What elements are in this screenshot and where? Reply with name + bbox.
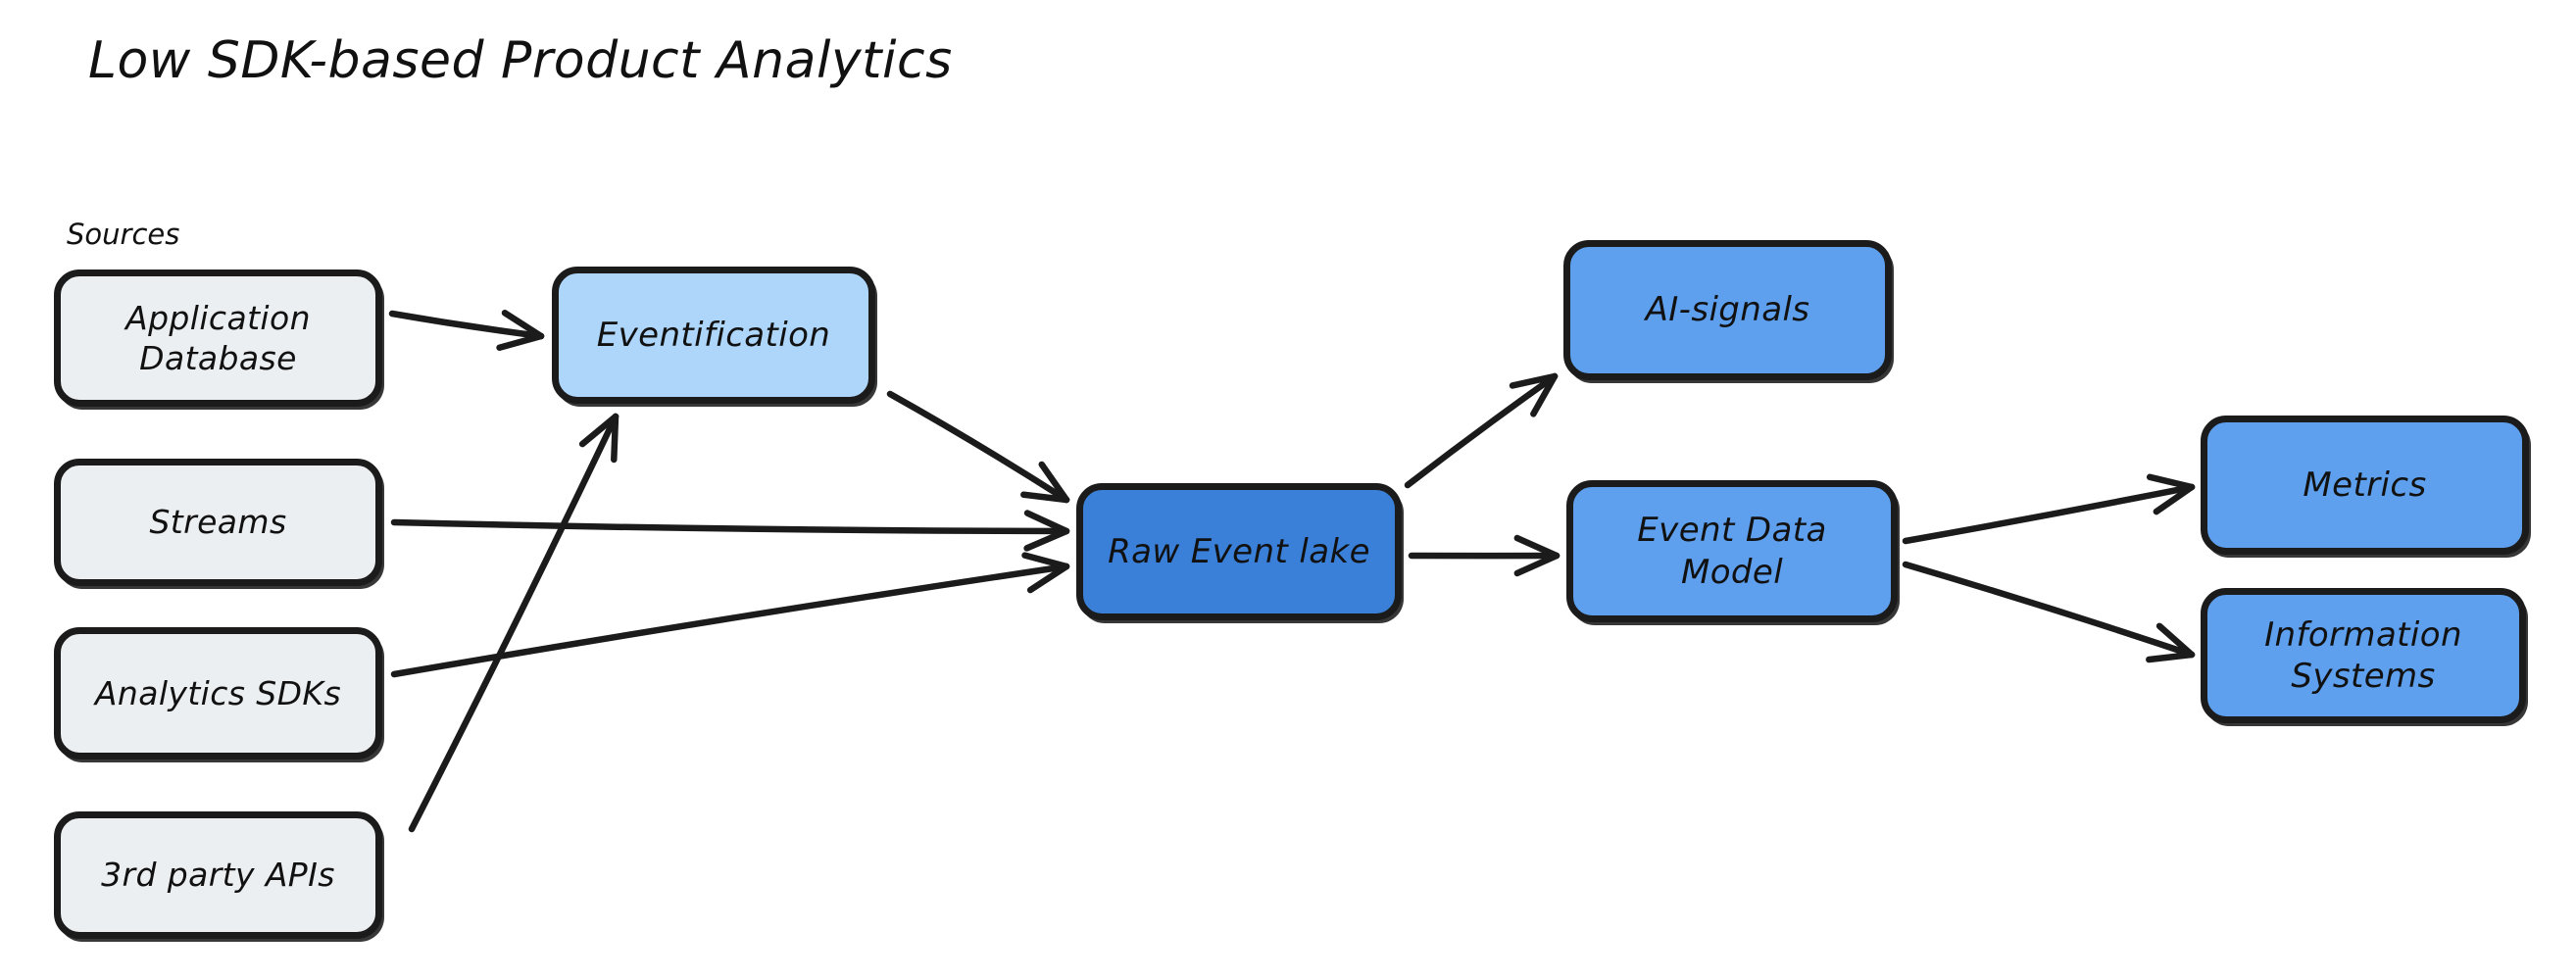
- edge-shaft: [1902, 483, 2196, 545]
- edge-arrowhead: [1530, 372, 1559, 417]
- edge-arrowhead: [1023, 527, 1070, 552]
- edge-arrowhead: [578, 413, 619, 448]
- edge-arrowhead: [611, 413, 619, 464]
- node-streams[interactable]: Streams: [54, 459, 382, 586]
- edge-shaft: [1902, 561, 2196, 659]
- edge-shaft: [390, 563, 1070, 678]
- node-event-data-model[interactable]: Event Data Model: [1566, 480, 1898, 622]
- edge-arrowhead: [1021, 552, 1070, 570]
- sources-group-label: Sources: [67, 218, 180, 251]
- edge-arrowhead: [1023, 510, 1070, 535]
- edge-shaft: [886, 390, 1070, 504]
- edge-arrowhead: [2146, 651, 2196, 663]
- edge-arrowhead: [2155, 622, 2196, 659]
- page-title: Low SDK-based Product Analytics: [88, 31, 953, 90]
- node-application-database[interactable]: Application Database: [54, 270, 382, 407]
- node-label-raw-event-lake: Raw Event lake: [1108, 531, 1370, 571]
- node-information-systems[interactable]: Information Systems: [2201, 588, 2526, 723]
- node-ai-signals[interactable]: AI-signals: [1563, 240, 1892, 380]
- edge-eventification-to-raw-event-lake: [886, 390, 1070, 504]
- node-eventification[interactable]: Eventification: [552, 267, 875, 404]
- edge-raw-event-lake-to-event-data-model: [1408, 534, 1560, 577]
- edge-arrowhead: [1509, 372, 1559, 389]
- node-label-ai-signals: AI-signals: [1645, 290, 1810, 330]
- node-label-eventification: Eventification: [596, 315, 831, 355]
- edge-event-data-model-to-information-systems: [1902, 561, 2196, 663]
- edge-arrowhead: [1038, 461, 1070, 504]
- edge-shaft: [1404, 372, 1559, 489]
- node-label-third-party-apis: 3rd party APIs: [101, 856, 335, 895]
- edge-arrowhead: [501, 310, 545, 340]
- edge-streams-to-raw-event-lake: [390, 510, 1070, 552]
- node-raw-event-lake[interactable]: Raw Event lake: [1076, 483, 1402, 620]
- node-label-analytics-sdks: Analytics SDKs: [94, 673, 342, 712]
- node-label-event-data-model: Event Data Model: [1637, 511, 1827, 592]
- edge-arrowhead: [1513, 534, 1560, 560]
- node-analytics-sdks[interactable]: Analytics SDKs: [54, 627, 382, 760]
- edge-event-data-model-to-metrics: [1902, 473, 2196, 545]
- edge-shaft: [390, 518, 1070, 535]
- node-third-party-apis[interactable]: 3rd party APIs: [54, 811, 382, 939]
- edge-arrowhead: [1026, 563, 1070, 594]
- edge-shaft: [388, 310, 545, 340]
- node-metrics[interactable]: Metrics: [2201, 416, 2529, 555]
- node-label-streams: Streams: [149, 503, 287, 542]
- node-label-information-systems: Information Systems: [2264, 614, 2462, 697]
- edge-arrowhead: [1020, 491, 1070, 504]
- edge-arrowhead: [2146, 473, 2196, 491]
- edge-shaft: [408, 413, 619, 833]
- edge-analytics-sdks-to-raw-event-lake: [390, 552, 1070, 678]
- node-label-application-database: Application Database: [125, 298, 311, 377]
- edge-application-database-to-eventification: [388, 310, 545, 351]
- edge-third-party-apis-to-eventification: [408, 413, 619, 833]
- edge-raw-event-lake-to-ai-signals: [1404, 372, 1559, 489]
- edge-arrowhead: [496, 332, 545, 351]
- edge-arrowhead: [2153, 483, 2196, 515]
- node-label-metrics: Metrics: [2303, 465, 2427, 505]
- edge-arrowhead: [1513, 552, 1560, 577]
